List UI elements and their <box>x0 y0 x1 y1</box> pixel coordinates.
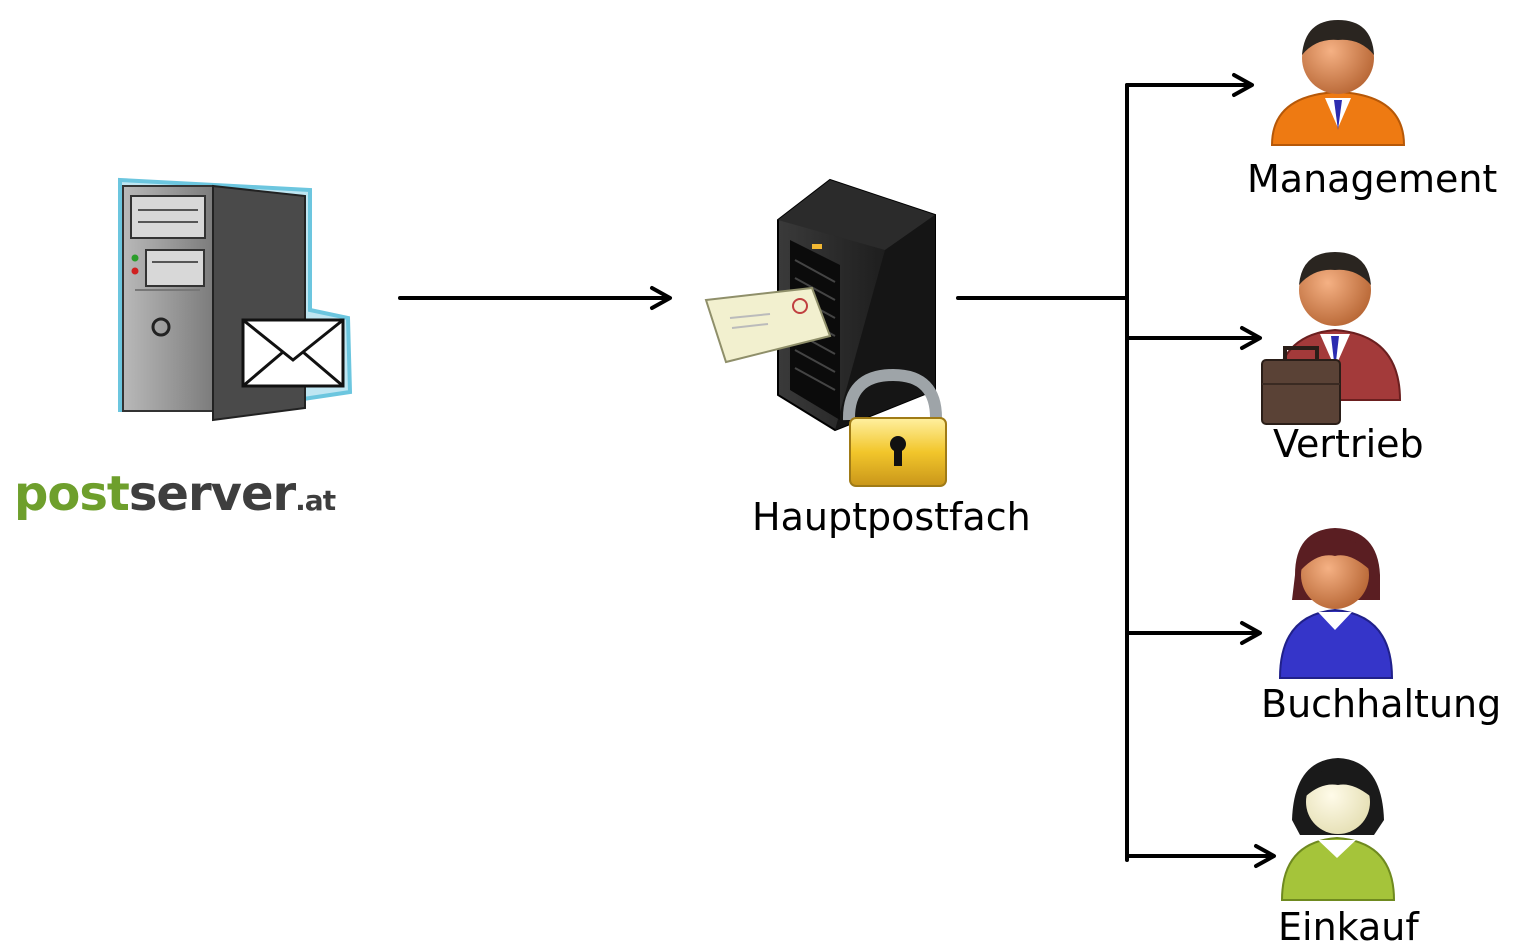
mailbox-server-icon <box>704 178 947 487</box>
postserver-logo: postserver.at <box>14 470 336 518</box>
einkauf-user-icon <box>1280 758 1396 901</box>
department-label-vertrieb: Vertrieb <box>1273 422 1424 466</box>
management-user-icon <box>1270 20 1406 146</box>
hub-label: Hauptpostfach <box>752 495 1031 539</box>
arrowhead-hub <box>650 286 672 310</box>
vertrieb-user-icon <box>1261 252 1402 425</box>
connector-lines <box>398 73 1276 868</box>
logo-part-server: server <box>128 466 296 522</box>
logo-part-at: .at <box>295 484 336 517</box>
mail-server-icon <box>118 177 353 422</box>
department-label-management: Management <box>1247 157 1498 201</box>
department-label-einkauf: Einkauf <box>1278 905 1419 949</box>
buchhaltung-user-icon <box>1278 528 1394 679</box>
logo-part-post: post <box>14 466 130 522</box>
department-label-buchhaltung: Buchhaltung <box>1261 682 1502 726</box>
